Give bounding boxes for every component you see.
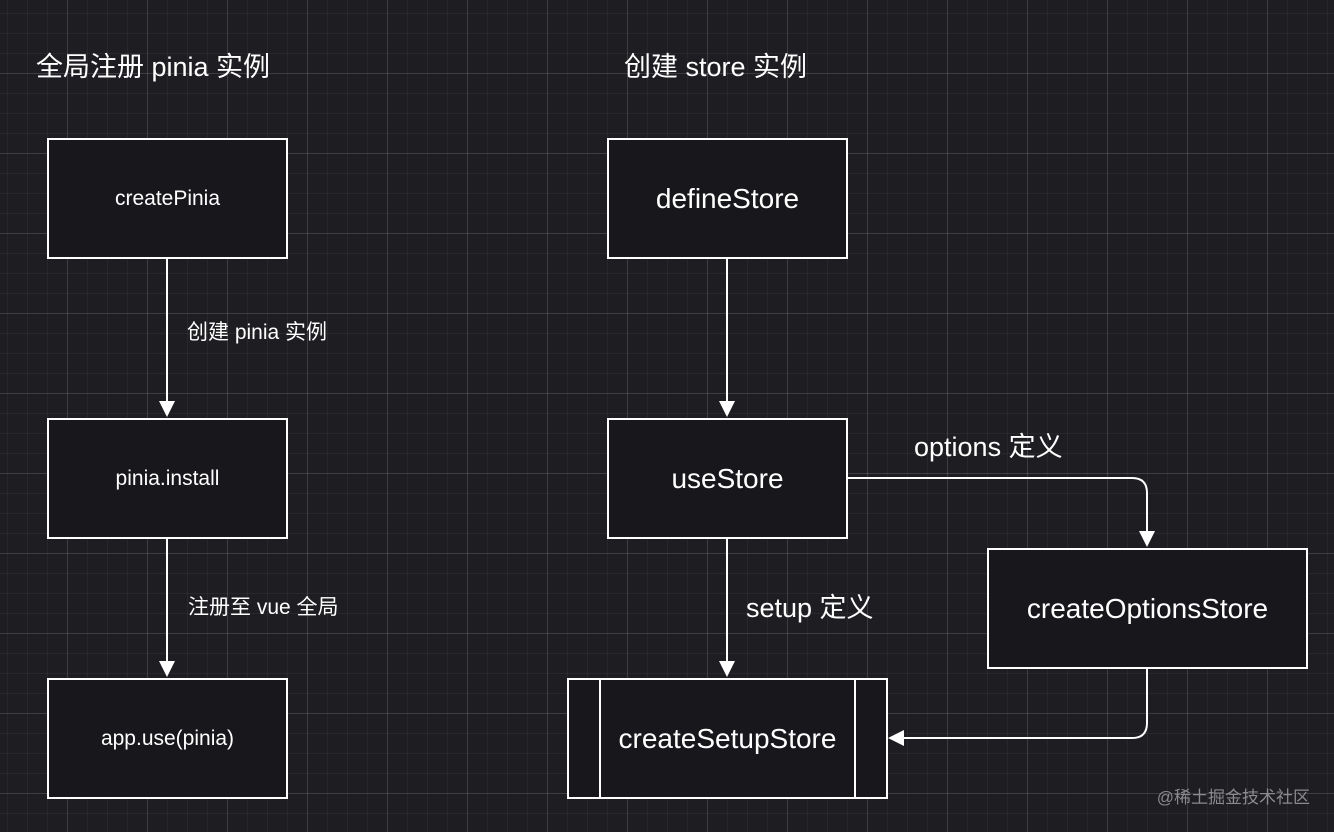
arrow-usestore-to-createsetupstore [719, 538, 735, 677]
arrow-install-to-appuse [159, 538, 175, 677]
edge-label-create-instance: 创建 pinia 实例 [187, 321, 328, 344]
arrow-definestore-to-usestore [719, 258, 735, 417]
edge-label-register-vue: 注册至 vue 全局 [188, 596, 339, 619]
arrow-usestore-to-createoptionsstore [847, 477, 1155, 547]
node-pinia-install[interactable]: pinia.install [47, 418, 288, 539]
left-section-title: 全局注册 pinia 实例 [36, 52, 271, 82]
node-use-store[interactable]: useStore [607, 418, 848, 539]
right-section-title: 创建 store 实例 [624, 52, 808, 82]
node-create-options-store[interactable]: createOptionsStore [987, 548, 1308, 669]
arrow-createpinia-to-install [159, 258, 175, 417]
watermark: @稀土掘金技术社区 [1156, 788, 1310, 807]
node-app-use[interactable]: app.use(pinia) [47, 678, 288, 799]
arrow-createoptionsstore-to-createsetupstore [888, 668, 1148, 746]
edge-label-setup-def: setup 定义 [746, 593, 874, 623]
edge-label-options-def: options 定义 [914, 432, 1063, 462]
node-create-pinia[interactable]: createPinia [47, 138, 288, 259]
node-create-setup-store[interactable]: createSetupStore [567, 678, 888, 799]
node-define-store[interactable]: defineStore [607, 138, 848, 259]
